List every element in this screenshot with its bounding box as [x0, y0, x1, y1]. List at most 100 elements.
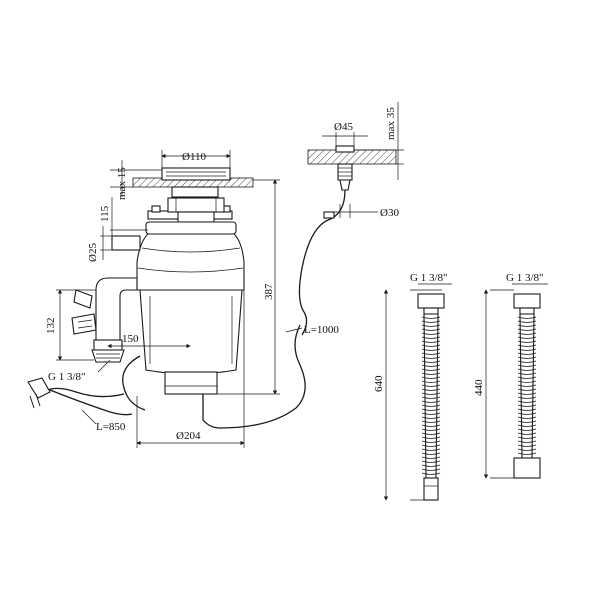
hose-ridge: [517, 420, 537, 423]
hose-ridge: [517, 384, 537, 387]
hose-ridge: [517, 320, 537, 323]
hose-ridge: [421, 432, 441, 435]
hose-ridge: [517, 380, 537, 383]
label-115: 115: [99, 205, 111, 222]
dishwasher-inlet: [111, 235, 141, 251]
label-d110: Ø110: [182, 151, 207, 163]
hose-ridge: [517, 416, 537, 419]
hose-ridge: [421, 388, 441, 391]
hose-ridge: [517, 388, 537, 391]
hose-ridge: [517, 452, 537, 455]
label-d30: Ø30: [380, 207, 399, 219]
hose-ridge: [517, 336, 537, 339]
label-d204: Ø204: [176, 430, 201, 442]
hose-ridge: [517, 444, 537, 447]
label-max35: max 35: [385, 107, 397, 140]
label-g138-left: G 1 3/8": [48, 371, 86, 383]
hose-ridge: [421, 456, 441, 459]
hose-ridge: [421, 352, 441, 355]
hose-ridge: [517, 432, 537, 435]
hose-ridge: [421, 408, 441, 411]
hose-ridge: [421, 460, 441, 463]
hose-ridge: [421, 400, 441, 403]
hose-ridge: [421, 340, 441, 343]
hose-ridge: [421, 328, 441, 331]
hose-640: [383, 283, 452, 501]
hose-ridge: [517, 332, 537, 335]
label-l850: L=850: [96, 421, 126, 433]
label-d25: Ø25: [87, 243, 99, 262]
hose-ridge: [421, 368, 441, 371]
hose-ridge: [421, 472, 441, 475]
hose-ridge: [517, 316, 537, 319]
hose-ridge: [517, 448, 537, 451]
hose-ridge: [517, 356, 537, 359]
hose-corrugation: [517, 313, 537, 459]
hose-ridge: [517, 324, 537, 327]
hose-ridge: [421, 452, 441, 455]
label-hose1-thread: G 1 3/8": [410, 272, 448, 284]
hose-ridge: [421, 412, 441, 415]
hose-ridge: [517, 340, 537, 343]
hose-ridge: [517, 396, 537, 399]
hose-ridge: [421, 320, 441, 323]
drain-elbow: [95, 277, 138, 341]
hose-ridge: [517, 424, 537, 427]
hose-ridge: [421, 448, 441, 451]
hose-ridge: [517, 348, 537, 351]
label-150: 150: [122, 333, 139, 345]
hose-ridge: [421, 332, 441, 335]
hose-ridge: [421, 384, 441, 387]
hose-ridge: [517, 376, 537, 379]
hose-ridge: [421, 344, 441, 347]
label-132: 132: [45, 318, 57, 335]
hose-ridge: [421, 440, 441, 443]
label-d45: Ø45: [334, 121, 353, 133]
hose-ridge: [517, 400, 537, 403]
label-l1000: L=1000: [304, 324, 339, 336]
hose-ridge: [421, 428, 441, 431]
hose-ridge: [421, 324, 441, 327]
hose-ridge: [421, 364, 441, 367]
hose-ridge: [421, 380, 441, 383]
hose-ridge: [421, 420, 441, 423]
label-max15: max 15: [116, 167, 128, 200]
label-hose1-len: 640: [373, 375, 385, 392]
hose-ridge: [517, 436, 537, 439]
label-hose2-len: 440: [473, 379, 485, 396]
hose-ridge: [421, 336, 441, 339]
hose-ridge: [421, 356, 441, 359]
hose-ridge: [517, 328, 537, 331]
hose-ridge: [517, 440, 537, 443]
hose-ridge: [421, 376, 441, 379]
hose-ridge: [421, 348, 441, 351]
hose-corrugation: [421, 313, 441, 479]
power-plug: [27, 377, 51, 399]
hose-ridge: [421, 436, 441, 439]
hose-ridge: [421, 464, 441, 467]
hose-ridge: [517, 360, 537, 363]
hose-ridge: [517, 392, 537, 395]
hose-ridge: [517, 344, 537, 347]
upper-housing: [136, 231, 245, 291]
hose-ridge: [421, 444, 441, 447]
label-hose2-thread: G 1 3/8": [506, 272, 544, 284]
hose-ridge: [421, 424, 441, 427]
hose-ridge: [421, 404, 441, 407]
air-switch: [298, 145, 397, 336]
hose-ridge: [421, 416, 441, 419]
hose-ridge: [517, 364, 537, 367]
bottom-cap: [164, 371, 218, 395]
hose-ridge: [421, 392, 441, 395]
hose-ridge: [517, 404, 537, 407]
label-387: 387: [263, 283, 275, 300]
hose-ridge: [517, 368, 537, 371]
hose-ridge: [421, 372, 441, 375]
motor-body: [139, 289, 243, 375]
hose-ridge: [421, 360, 441, 363]
hose-ridge: [421, 316, 441, 319]
hose-ridge: [421, 468, 441, 471]
disposer-unit: [27, 167, 306, 429]
dimension-lines: [56, 102, 404, 448]
